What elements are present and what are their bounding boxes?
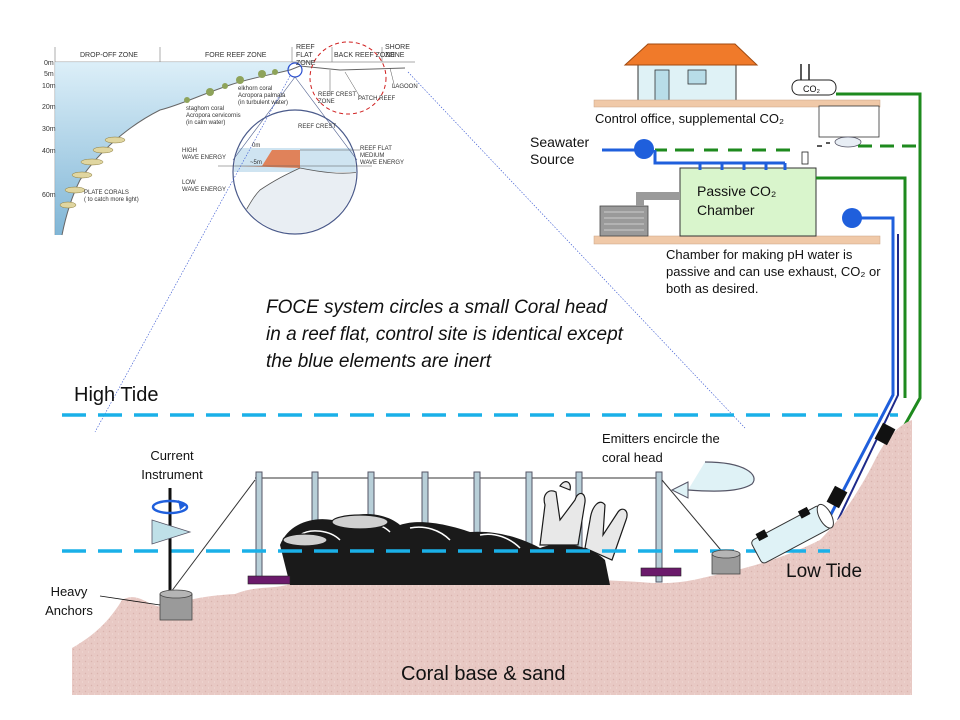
heavy-anchor: [159, 593, 193, 621]
inset-reef-crest-label: REEF CREST: [298, 124, 337, 130]
inset-lagoon: LAGOON: [392, 84, 418, 90]
inset-elkhorn-note: elkhorn coral Acropora palmata (in turbu…: [238, 86, 289, 106]
emitters-label: Emitters encircle the coral head: [602, 431, 720, 465]
heavy-anchors-label: Heavy Anchors: [45, 584, 93, 618]
current-instrument-label: Current Instrument: [141, 448, 203, 482]
co2-tank-label: CO₂: [803, 84, 820, 94]
rotation-arrow-icon: [151, 499, 189, 515]
frame-post: [255, 471, 263, 581]
office-shelf: [593, 99, 881, 108]
inset-low-wave: LOW WAVE ENERGY: [182, 180, 227, 193]
co2-tank-callout-box: [818, 105, 880, 138]
anchor-plate-right: [640, 567, 682, 577]
inset-staghorn-note: staghorn coral Acropora cervicornis (in …: [186, 106, 241, 126]
zoom-guide-line-right: [407, 71, 746, 429]
coral-base-sand: [72, 420, 912, 695]
inset-patch-reef: PATCH REEF: [358, 96, 396, 102]
office-building: [637, 61, 737, 103]
office-roof: [623, 43, 759, 66]
inset-zone-shore: SHORE ZONE: [385, 44, 410, 59]
foce-description: FOCE system circles a small Coral head i…: [266, 297, 623, 372]
inset-high-wave: HIGH WAVE ENERGY: [182, 148, 227, 161]
control-office-label: Control office, supplemental CO₂: [595, 111, 785, 126]
coral-base-label: Coral base & sand: [401, 663, 566, 685]
seawater-pump: [634, 139, 654, 159]
current-instrument: [151, 488, 193, 621]
frame-post: [655, 471, 663, 583]
passive-chamber-label: Passive CO₂ Chamber: [697, 183, 777, 218]
anchor-plate-left: [247, 575, 291, 585]
emitter-encircle-arrow-icon: [687, 461, 755, 492]
inset-reef-flat-medium: REEF FLAT MEDIUM WAVE ENERGY: [360, 146, 405, 166]
coral-head: [280, 481, 628, 585]
output-pump: [842, 208, 862, 228]
inset-depth-5: 5m: [44, 71, 54, 78]
inset-zone-back-reef: BACK REEF ZONE: [334, 52, 396, 59]
inset-depth-30: 30m: [42, 126, 56, 133]
inset-depth-40: 40m: [42, 148, 56, 155]
co2-tank: [791, 79, 837, 96]
diffuser-tube: [751, 503, 834, 564]
inset-zero-m: 0m: [252, 143, 261, 149]
inset-reef-crest-zone: REEF CREST ZONE: [318, 92, 357, 105]
inset-reef-flat-highlight: [309, 41, 387, 115]
anchor-pointer: [99, 595, 161, 606]
inset-zone-dropoff: DROP-OFF ZONE: [80, 52, 138, 59]
control-office: [593, 43, 881, 165]
treated-water-line: [826, 216, 895, 521]
passive-co2-chamber: [593, 167, 881, 245]
exhaust-generator: [599, 205, 649, 237]
inset-depth-0: 0m: [44, 60, 54, 67]
reef-profile-inset: [54, 41, 746, 433]
inset-zone-fore-reef: FORE REEF ZONE: [205, 52, 267, 59]
chamber-note: Chamber for making pH water is passive a…: [666, 247, 881, 296]
inset-plate-note: PLATE CORALS ( to catch more light): [84, 190, 139, 203]
current-vane: [151, 519, 192, 545]
inset-depth-20: 20m: [42, 104, 56, 111]
pipe-clamps: [826, 422, 896, 509]
office-door: [654, 69, 670, 103]
inset-plate-corals: [59, 136, 126, 209]
chamber-shelf: [593, 235, 881, 245]
seawater-source-label: Seawater Source: [530, 134, 590, 167]
inset-five-m: ~5m: [250, 160, 262, 166]
inset-zone-reef-flat: REEF FLAT ZONE: [296, 44, 316, 67]
high-tide-label: High Tide: [74, 384, 159, 406]
inset-sea: [55, 62, 290, 235]
low-tide-label: Low Tide: [786, 561, 863, 582]
office-window: [687, 69, 707, 85]
inset-shallow-corals: [184, 69, 278, 103]
chamber-box: [679, 167, 817, 237]
inset-depth-60: 60m: [42, 192, 56, 199]
exhaust-pipe: [636, 192, 680, 206]
inset-depth-10: 10m: [42, 83, 56, 90]
exhaust-cloud: [834, 136, 862, 148]
